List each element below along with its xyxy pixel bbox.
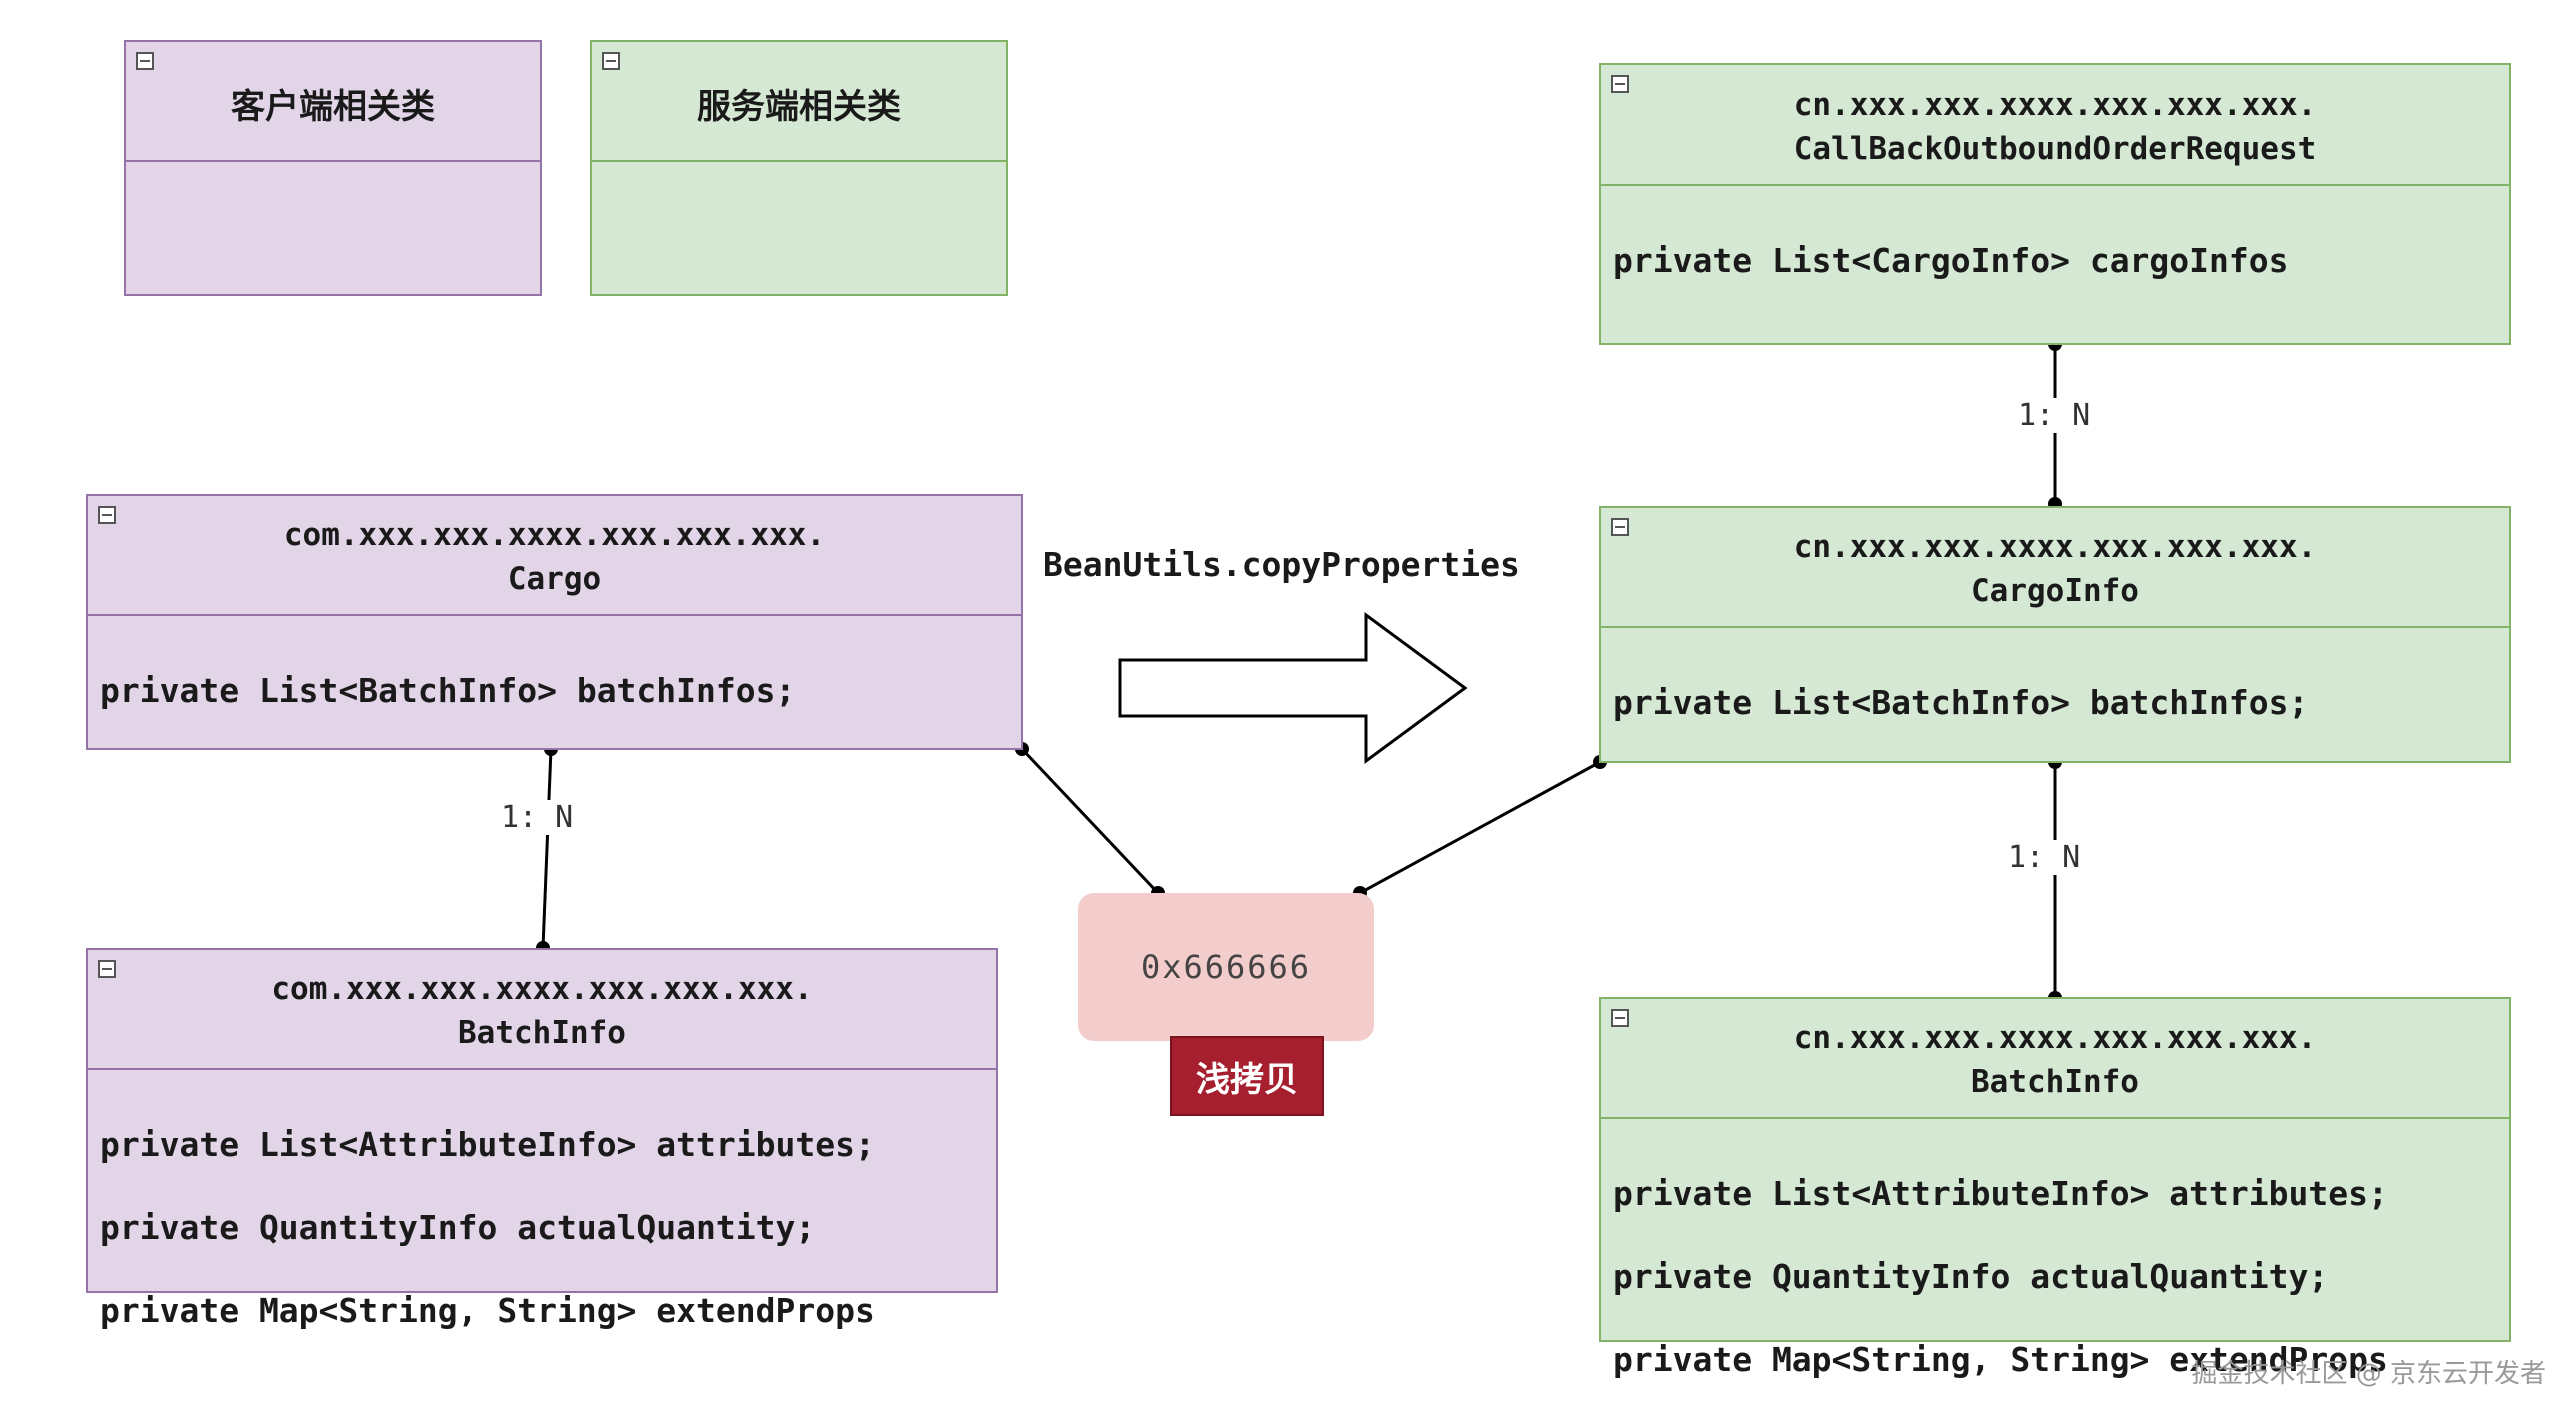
class-field: private List<BatchInfo> batchInfos; (1613, 683, 2309, 722)
class-package: cn.xxx.xxx.xxxx.xxx.xxx.xxx. (1793, 86, 2317, 123)
class-server-batch-info: cn.xxx.xxx.xxxx.xxx.xxx.xxx. BatchInfo p… (1599, 997, 2511, 1379)
multiplicity-label: 1: N (497, 800, 578, 835)
class-package: com.xxx.xxx.xxxx.xxx.xxx.xxx. (283, 517, 826, 553)
collapse-icon[interactable] (602, 52, 620, 70)
legend-client-box: 客户端相关类 (124, 40, 542, 296)
class-field: private List<AttributeInfo> attributes; (100, 1125, 875, 1164)
copy-method-label: BeanUtils.copyProperties (1043, 545, 1520, 584)
cargo-batch-info-link (541, 748, 553, 949)
collapse-icon[interactable] (1611, 75, 1629, 93)
legend-client-title: 客户端相关类 (231, 86, 435, 127)
collapse-icon[interactable] (1611, 518, 1629, 536)
class-client-cargo: com.xxx.xxx.xxxx.xxx.xxx.xxx. Cargo priv… (86, 494, 1023, 750)
class-server-cargo-info: cn.xxx.xxx.xxxx.xxx.xxx.xxx. CargoInfo p… (1599, 506, 2511, 763)
legend-server-box: 服务端相关类 (590, 40, 1008, 296)
class-fields: private List<BatchInfo> batchInfos; (88, 614, 1021, 748)
class-field: private Map<String, String> extendProps (100, 1291, 875, 1330)
class-name: BatchInfo (1971, 1064, 2139, 1100)
class-name: CallBackOutboundOrderRequest (1793, 130, 2317, 167)
class-name: BatchInfo (458, 1015, 626, 1051)
class-package: cn.xxx.xxx.xxxx.xxx.xxx.xxx. (1793, 1020, 2317, 1056)
class-fields: private List<AttributeInfo> attributes; … (1601, 1117, 2509, 1379)
copy-arrow (1118, 612, 1468, 764)
class-fields: private List<CargoInfo> cargoInfos (1601, 184, 2509, 343)
collapse-icon[interactable] (98, 960, 116, 978)
class-name: Cargo (507, 561, 602, 597)
legend-server-body (592, 160, 1006, 294)
class-field: private List<BatchInfo> batchInfos; (100, 671, 796, 710)
class-field: private List<AttributeInfo> attributes; (1613, 1174, 2388, 1213)
credit-watermark: 掘金技术社区 @ 京东云开发者 (2191, 1359, 2546, 1389)
class-package: com.xxx.xxx.xxxx.xxx.xxx.xxx. (271, 971, 813, 1007)
class-field: private QuantityInfo actualQuantity; (1613, 1257, 2329, 1296)
cargo-address-link (1020, 747, 1160, 895)
legend-client-body (126, 160, 540, 294)
class-field: private Map<String, String> extendProps (1613, 1340, 2388, 1379)
collapse-icon[interactable] (136, 52, 154, 70)
class-fields: private List<AttributeInfo> attributes; … (88, 1068, 996, 1330)
class-field: private List<CargoInfo> cargoInfos (1613, 241, 2289, 280)
collapse-icon[interactable] (98, 506, 116, 524)
shared-address-value: 0x666666 (1140, 948, 1312, 986)
class-package: cn.xxx.xxx.xxxx.xxx.xxx.xxx. (1793, 529, 2317, 565)
cargo-info-address-link (1359, 760, 1601, 895)
shared-address-node: 0x666666 (1078, 893, 1374, 1041)
class-client-batch-info: com.xxx.xxx.xxxx.xxx.xxx.xxx. BatchInfo … (86, 948, 998, 1330)
multiplicity-label: 1: N (2014, 398, 2095, 433)
multiplicity-label: 1: N (2004, 840, 2085, 875)
class-field: private QuantityInfo actualQuantity; (100, 1208, 816, 1247)
shallow-copy-badge: 浅拷贝 (1170, 1036, 1324, 1116)
class-name: CargoInfo (1971, 573, 2139, 609)
collapse-icon[interactable] (1611, 1009, 1629, 1027)
shallow-copy-label: 浅拷贝 (1196, 1059, 1298, 1100)
class-server-request: cn.xxx.xxx.xxxx.xxx.xxx.xxx. CallBackOut… (1599, 63, 2511, 345)
legend-server-title: 服务端相关类 (697, 86, 901, 127)
class-fields: private List<BatchInfo> batchInfos; (1601, 626, 2509, 761)
